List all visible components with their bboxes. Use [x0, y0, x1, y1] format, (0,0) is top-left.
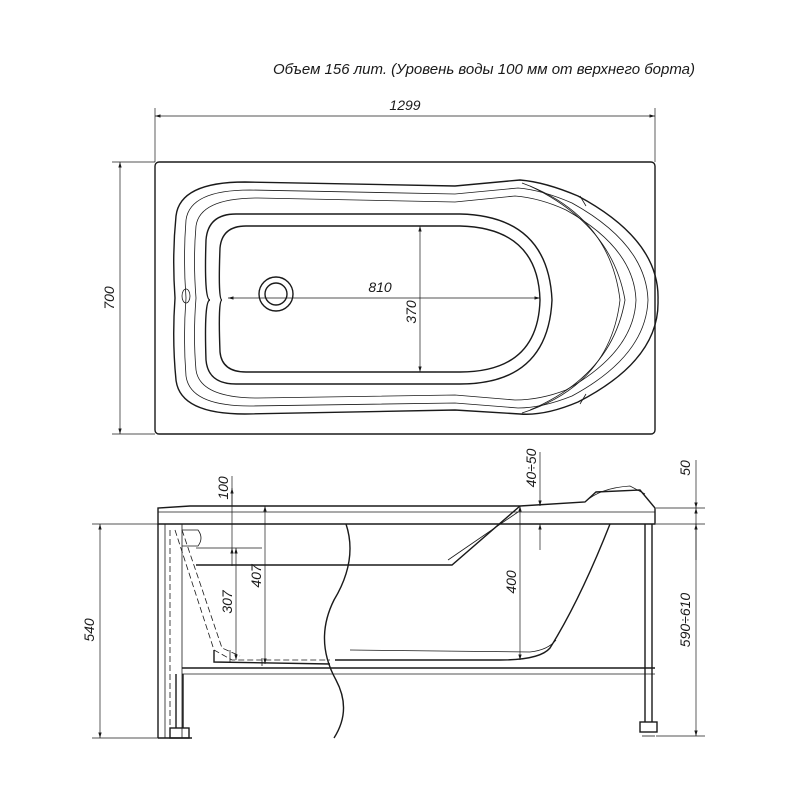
- overflow-hole: [181, 288, 191, 304]
- tub-bottom-wall: [204, 213, 553, 385]
- dim-inner-length: 810: [368, 279, 392, 295]
- dim-water-level: 100: [215, 476, 231, 500]
- leg-left-foot: [169, 727, 190, 739]
- top-view: 810 370 1299 700: [101, 97, 659, 435]
- dim-depth-400: 400: [503, 570, 519, 594]
- dim-depth-307: 307: [219, 589, 235, 614]
- tub-section-profile: [335, 505, 611, 661]
- tub-outer-rim: [154, 161, 656, 435]
- dim-total-length: 1299: [389, 97, 420, 113]
- dim-rim-range: 40÷50: [523, 448, 539, 487]
- side-view: 100 407 307 400 40÷50 50 590÷610 540: [81, 448, 705, 739]
- dim-total-width: 700: [101, 286, 117, 310]
- volume-caption: Объем 156 лит. (Уровень воды 100 мм от в…: [273, 61, 695, 78]
- dim-panel-height: 540: [81, 618, 97, 642]
- tub-bottom-floor: [218, 225, 541, 373]
- drain-outer: [258, 276, 294, 312]
- side-rim: [157, 489, 656, 525]
- dim-height-range: 590÷610: [677, 593, 693, 648]
- dim-depth-407: 407: [248, 563, 264, 588]
- section-break-line: [323, 523, 351, 739]
- drain-inner: [264, 282, 288, 306]
- tub-rim-inner-edge: [173, 179, 659, 415]
- dim-rim-thickness: 50: [677, 460, 693, 476]
- leg-right-foot: [639, 721, 658, 733]
- dim-inner-width: 370: [403, 300, 419, 324]
